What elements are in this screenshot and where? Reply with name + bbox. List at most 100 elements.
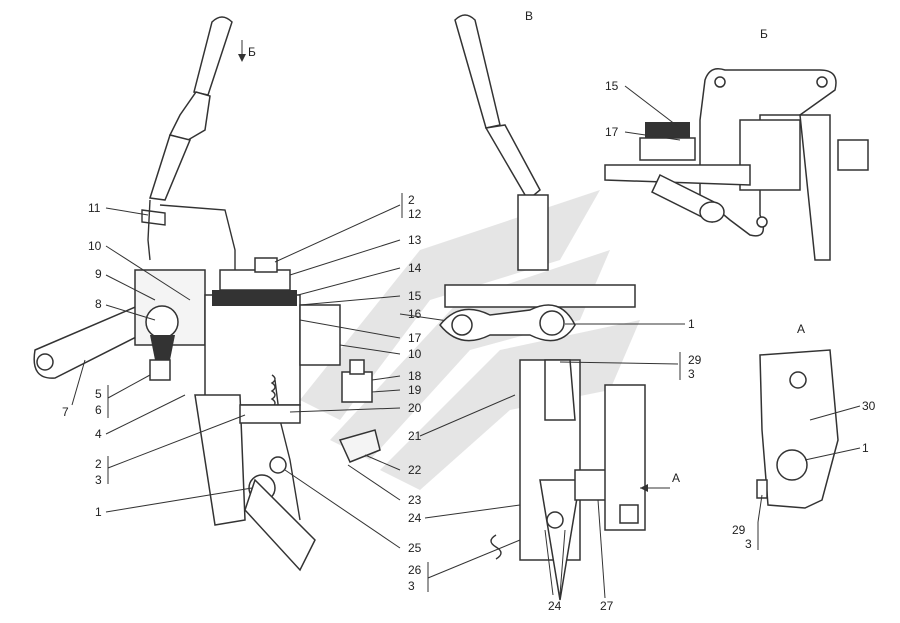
callout-3-a: 3 [745, 537, 752, 551]
view-title-v: В [525, 9, 533, 23]
nut-18 [341, 371, 373, 403]
callout-20: 20 [408, 401, 422, 415]
callout-17: 17 [408, 331, 422, 345]
cap-13 [219, 269, 291, 291]
lever-rod [147, 199, 151, 261]
view-b: Б [604, 27, 869, 261]
callout-15: 15 [408, 289, 422, 303]
callout-30: 30 [862, 399, 876, 413]
view-b-arrow-label: Б [248, 45, 256, 59]
callout-1-a: 1 [862, 441, 869, 455]
callout-22: 22 [408, 463, 422, 477]
callout-3b: 3 [408, 579, 415, 593]
nut-2 [254, 257, 278, 273]
callout-26: 26 [408, 563, 422, 577]
arrow-a-label: А [672, 471, 680, 485]
ball-8 [145, 305, 179, 339]
callout-12: 12 [408, 207, 422, 221]
callout-2a: 2 [95, 457, 102, 471]
clevis-bolt [619, 504, 639, 524]
callout-10b: 10 [408, 347, 422, 361]
arm-hole [36, 353, 54, 371]
hole-3 [756, 216, 768, 228]
rod-bend [159, 204, 236, 275]
callout-1-mid: 1 [688, 317, 695, 331]
callout-24-mid: 24 [548, 599, 562, 613]
shaft-b [604, 164, 751, 186]
side-bracket [299, 304, 341, 366]
view-title-b: Б [760, 27, 768, 41]
callout-29-mid: 29 [688, 353, 702, 367]
housing [204, 294, 301, 406]
hole-1 [714, 76, 726, 88]
plate-14 [212, 290, 297, 306]
callout-1a: 1 [95, 505, 102, 519]
rod-clamp [141, 209, 166, 226]
arrow-a-head [640, 484, 648, 492]
hole-a [789, 371, 807, 389]
view-title-a: А [797, 322, 805, 336]
pin-25 [269, 456, 287, 474]
pin-end-b [699, 201, 725, 223]
callout-11: 11 [88, 201, 101, 215]
block-17-b [639, 137, 696, 161]
nut-hatched [150, 335, 175, 360]
middle-lever [454, 14, 549, 271]
callout-25: 25 [408, 541, 422, 555]
nut-19 [349, 359, 365, 375]
spring-26 [490, 534, 502, 560]
view-a: А [756, 322, 839, 509]
top-bar [444, 284, 636, 308]
lever-knob [149, 16, 233, 201]
fork-tip [539, 479, 581, 601]
spring-line [274, 379, 301, 521]
view-b-arrow: Б [238, 40, 256, 62]
wedge-22 [338, 429, 381, 463]
callout-5: 5 [95, 387, 102, 401]
callout-6: 6 [95, 403, 102, 417]
callout-3-mid: 3 [688, 367, 695, 381]
callout-21: 21 [408, 429, 422, 443]
callout-19: 19 [408, 383, 422, 397]
link-16 [439, 304, 576, 342]
view-b-callouts: 15 17 [605, 79, 681, 141]
left-callouts: 11 10 9 8 7 5 6 4 2 3 1 2 12 13 14 15 16… [62, 193, 521, 593]
plate-15-b [645, 122, 690, 138]
callout-14: 14 [408, 261, 422, 275]
nut-b [837, 139, 869, 171]
callout-17-b: 17 [605, 125, 619, 139]
hole-2 [816, 76, 828, 88]
callout-15-b: 15 [605, 79, 619, 93]
callout-29-a: 29 [732, 523, 746, 537]
callout-27: 27 [600, 599, 614, 613]
bolt-5 [149, 359, 171, 381]
callout-23: 23 [408, 493, 422, 507]
pin-1-mid [539, 310, 565, 336]
bracket-plate [699, 68, 837, 237]
fork-slot [544, 359, 576, 421]
callout-7: 7 [62, 405, 69, 419]
callout-2b: 2 [408, 193, 415, 207]
clevis [604, 384, 646, 531]
callout-16: 16 [408, 307, 422, 321]
middle-view: В А [439, 9, 680, 601]
pin-16 [451, 314, 473, 336]
pin-1-a [776, 449, 808, 481]
callout-4: 4 [95, 427, 102, 441]
view-a-callouts: 30 1 29 3 [732, 399, 876, 551]
callout-24: 24 [408, 511, 422, 525]
arm-7 [33, 304, 151, 379]
callout-8: 8 [95, 297, 102, 311]
left-view [33, 16, 381, 572]
callout-13: 13 [408, 233, 422, 247]
side-lever-b [799, 114, 831, 261]
pin-24 [546, 511, 564, 529]
bolt-row [239, 404, 301, 424]
lower-plate [194, 394, 246, 526]
callout-3a: 3 [95, 473, 102, 487]
middle-callouts: 1 29 3 24 27 [544, 317, 702, 613]
callout-18: 18 [408, 369, 422, 383]
link-bottom [244, 478, 316, 572]
